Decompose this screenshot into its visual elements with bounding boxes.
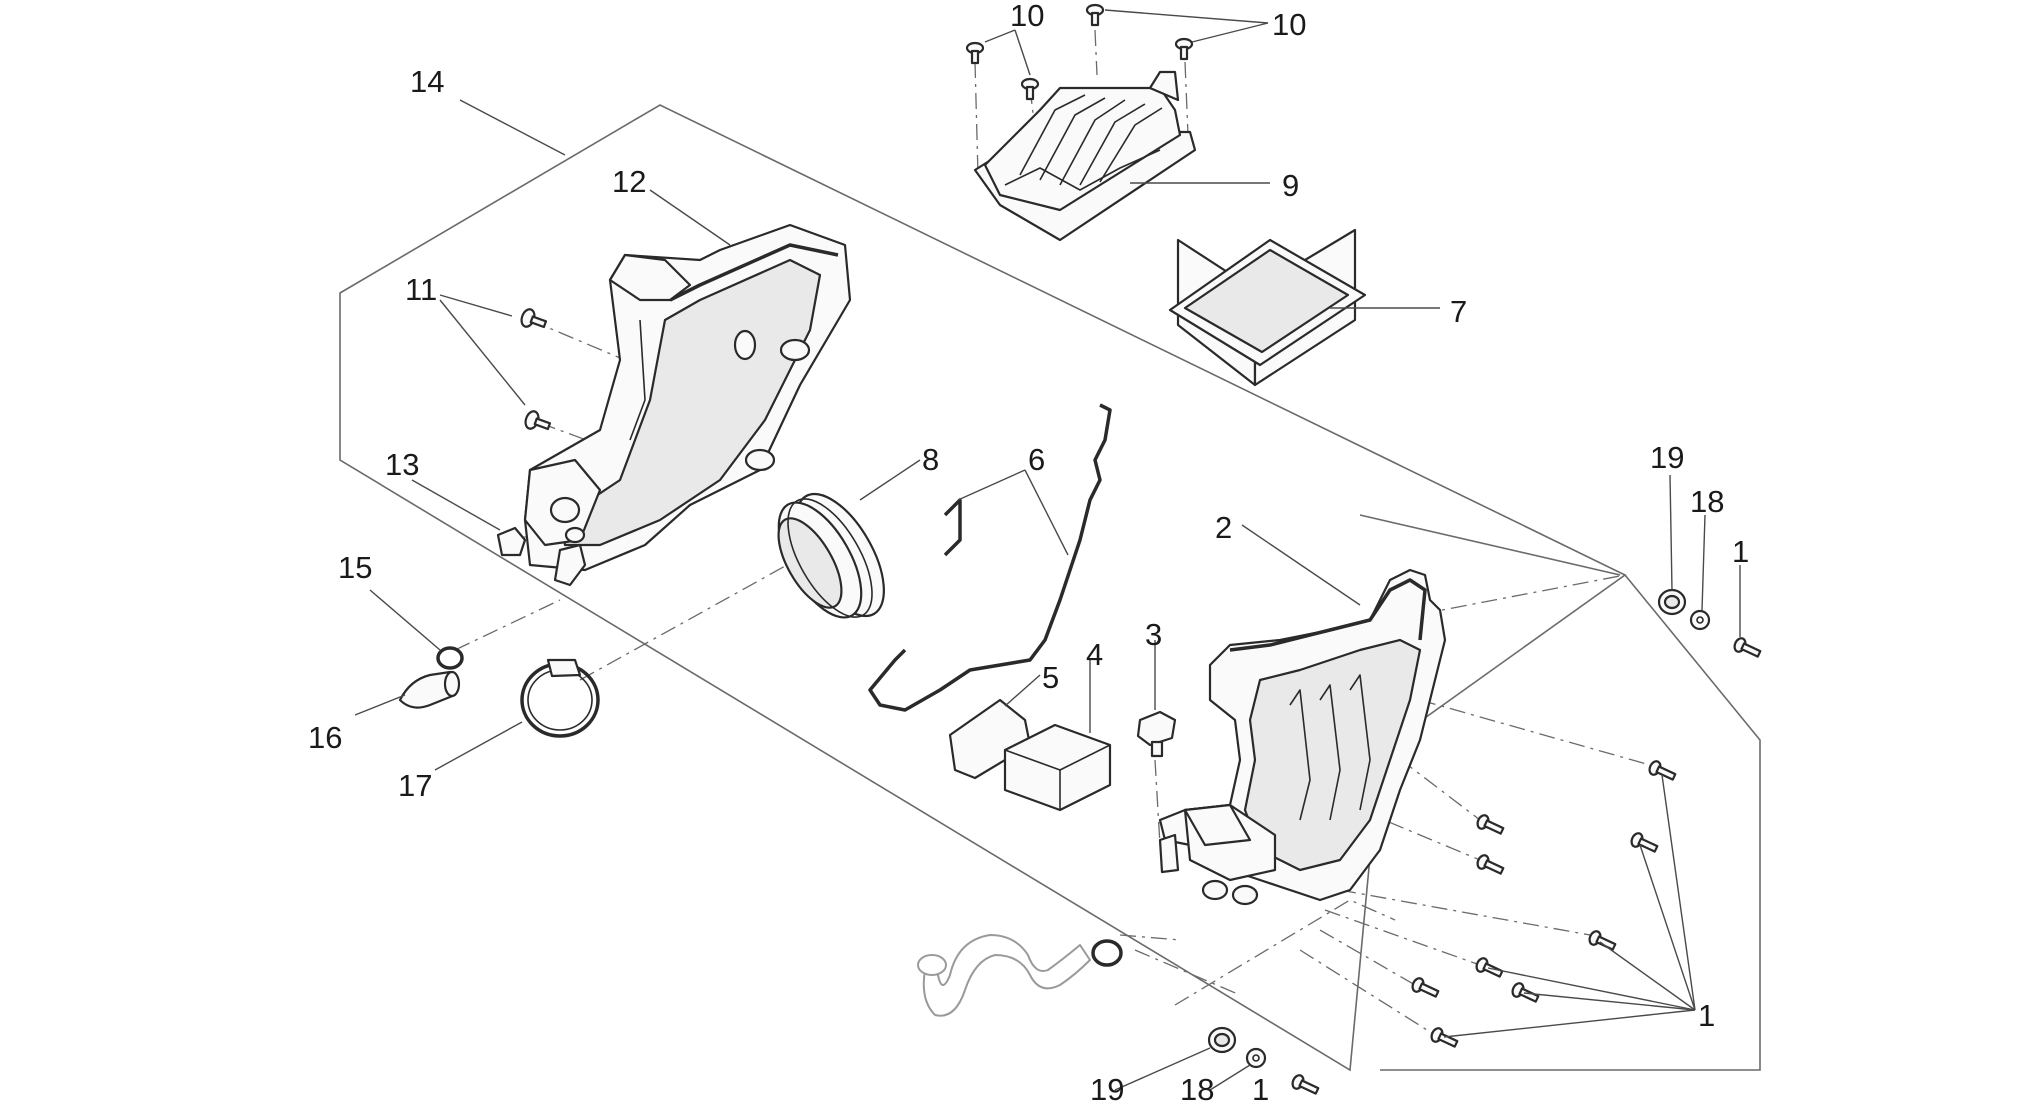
callout-12: 12	[612, 164, 646, 199]
callout-6: 6	[1028, 442, 1045, 477]
callout-13: 13	[385, 447, 419, 482]
callout-9: 9	[1282, 168, 1299, 203]
part-19-grommets	[1207, 588, 1687, 1054]
callout-1: 1	[1698, 998, 1715, 1033]
part-10-screws	[965, 3, 1194, 101]
callout-2: 2	[1215, 510, 1232, 545]
callout-10b: 10	[1272, 7, 1306, 42]
callout-16: 16	[308, 720, 342, 755]
part-7-filter-element	[1168, 228, 1367, 387]
part-13-plug	[496, 526, 527, 557]
callout-11: 11	[405, 272, 437, 307]
callout-18b: 18	[1180, 1072, 1214, 1107]
assembly-frame-left	[339, 104, 1627, 1072]
callout-labels: 14 12 11 13 15 16 17 10 10 9 7 8 6 5 4 3…	[308, 0, 1749, 1107]
part-18-washers	[1245, 609, 1711, 1069]
callout-15: 15	[338, 550, 372, 585]
part-4-foam-block	[1003, 723, 1112, 812]
callout-19a: 19	[1650, 440, 1684, 475]
callout-1b: 1	[1252, 1072, 1269, 1107]
part-3-sensor	[1136, 710, 1177, 758]
breather-hose	[917, 934, 1123, 1017]
part-17-hose-clamp	[520, 658, 600, 738]
callout-18a: 18	[1690, 484, 1724, 519]
part-15-small-clamp	[436, 646, 464, 670]
part-12-airbox-cover	[523, 223, 852, 587]
callout-4: 4	[1086, 637, 1103, 672]
callout-3: 3	[1145, 617, 1162, 652]
callout-7: 7	[1450, 294, 1467, 329]
callout-8: 8	[922, 442, 939, 477]
callout-5: 5	[1042, 660, 1059, 695]
callout-17: 17	[398, 768, 432, 803]
assembly-frame-right	[1380, 574, 1761, 1071]
part-11-screws	[520, 308, 552, 431]
leader-lines	[354, 9, 1741, 1091]
part-2-airbox-housing	[1158, 568, 1447, 906]
callout-1a: 1	[1732, 534, 1749, 569]
callout-10a: 10	[1010, 0, 1044, 33]
part-1-screws	[1291, 637, 1762, 1095]
part-9-filter-cover	[973, 70, 1197, 242]
callout-14: 14	[410, 64, 444, 99]
part-8-rubber-sleeve	[777, 492, 885, 619]
callout-19b: 19	[1090, 1072, 1124, 1107]
assembly-frame-right-top	[1359, 514, 1621, 576]
part-6-gasket	[868, 403, 1112, 712]
part-16-drain-cap	[398, 670, 461, 709]
